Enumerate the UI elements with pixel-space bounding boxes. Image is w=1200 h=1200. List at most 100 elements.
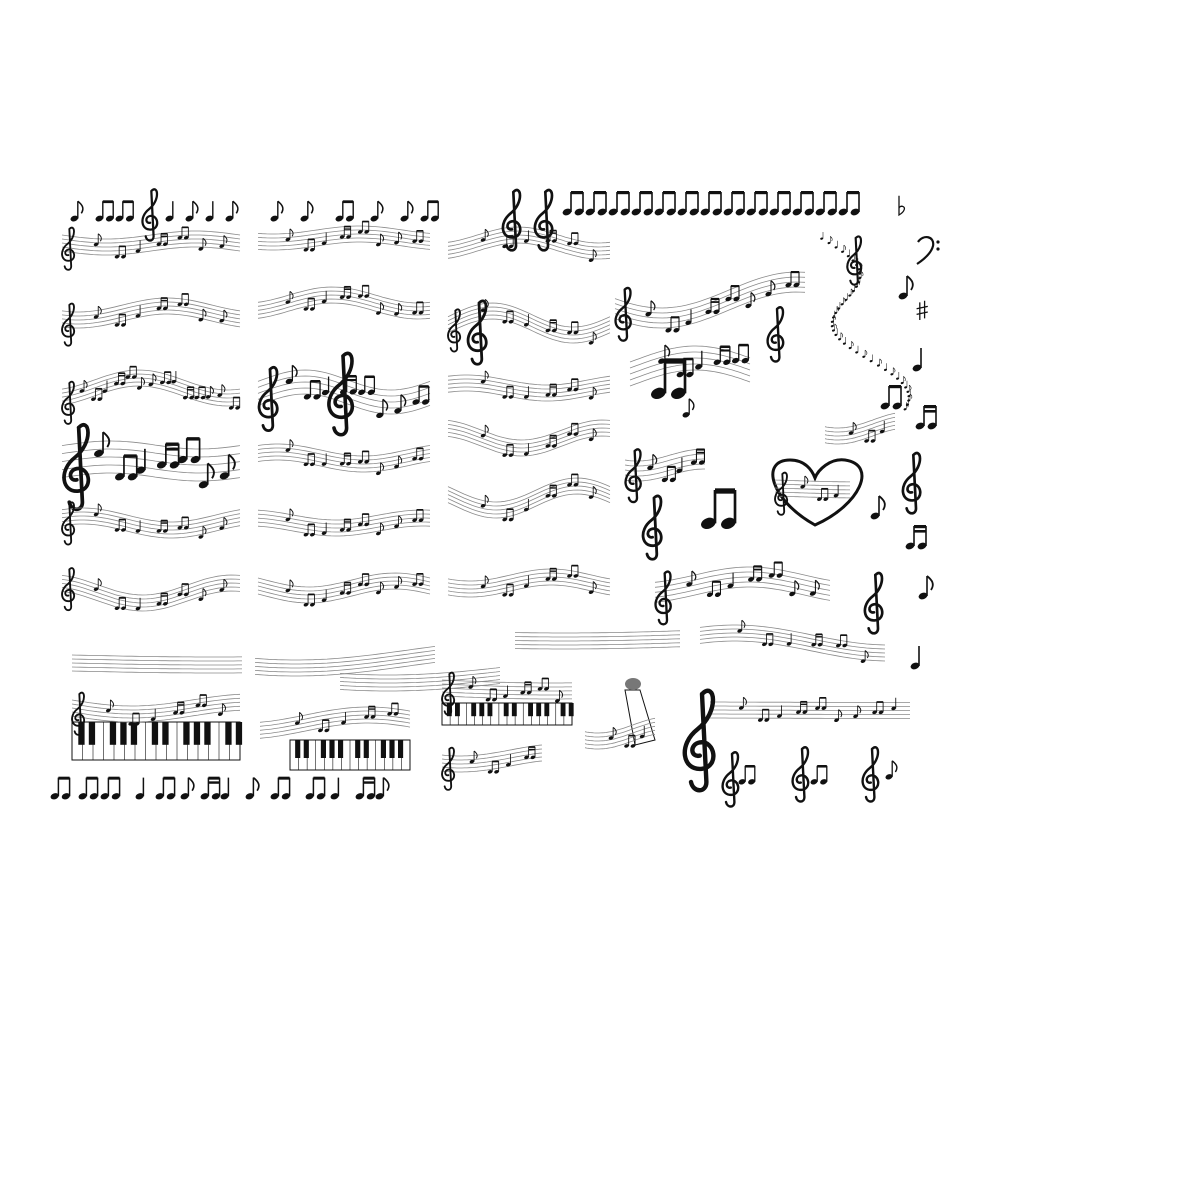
beamed-notes-icon <box>585 191 607 216</box>
note-flag <box>223 517 228 526</box>
treble-clef-icon <box>501 188 522 252</box>
beamed-notes-icon <box>567 321 579 335</box>
piano-black-key <box>398 740 404 758</box>
note-beam <box>571 321 578 324</box>
staff-line <box>61 590 241 612</box>
note-head <box>738 706 744 710</box>
note-head <box>597 208 607 216</box>
staff-line <box>614 281 806 319</box>
note-flag <box>97 578 102 587</box>
note-head <box>339 295 345 299</box>
note-head <box>508 244 514 249</box>
note-flag <box>891 760 898 773</box>
staff-line <box>447 485 611 511</box>
note-flag <box>187 776 195 792</box>
note-beam <box>95 387 102 390</box>
note-head <box>817 497 822 501</box>
note-beam <box>924 410 936 413</box>
note-head <box>523 584 529 588</box>
treble-clef-shape <box>141 188 159 242</box>
piano-black-key <box>303 740 309 758</box>
note-head <box>735 208 745 216</box>
note-head <box>776 573 783 578</box>
note-beam <box>711 301 720 303</box>
quarter-note-icon <box>904 380 908 389</box>
staff-line <box>441 744 543 757</box>
beamed-notes-icon <box>303 238 315 252</box>
treble-clef-shape <box>62 423 91 512</box>
eighth-note-icon <box>480 575 489 589</box>
note-beam <box>506 443 514 446</box>
eighth-note-icon <box>745 292 756 309</box>
beamed-notes-icon <box>177 583 189 597</box>
quarter-note-icon <box>830 319 834 328</box>
note-head <box>588 495 594 499</box>
staff-line <box>257 572 431 588</box>
note-head <box>400 215 409 222</box>
beamed-notes-icon <box>114 313 126 327</box>
note-head <box>689 208 699 216</box>
note-head <box>905 542 915 550</box>
eighth-note-icon <box>918 575 934 600</box>
note-head <box>505 762 511 767</box>
treble-clef-shape <box>466 299 488 366</box>
note-head <box>115 215 124 222</box>
beamed-notes-icon <box>177 293 189 307</box>
staff-line <box>61 305 241 321</box>
beamed-notes-icon <box>270 776 291 800</box>
eighth-note-icon <box>848 288 854 297</box>
note-beam <box>549 570 557 572</box>
piano-black-key <box>363 740 369 758</box>
note-head <box>608 736 614 740</box>
beamed-notes-icon <box>114 372 126 386</box>
staff-line <box>61 309 241 325</box>
note-head <box>309 462 315 467</box>
note-head <box>804 208 814 216</box>
note-beam <box>181 226 189 229</box>
note-beam <box>86 776 98 780</box>
note-head <box>555 699 560 703</box>
staff-line <box>710 717 910 719</box>
eighth-note-icon <box>285 364 298 384</box>
note-flag <box>484 228 489 238</box>
note-head <box>321 389 329 396</box>
beamed-notes-icon <box>78 776 99 800</box>
note-flag <box>222 703 226 712</box>
note-beam <box>362 284 369 287</box>
staff-line <box>61 297 241 313</box>
note-beam <box>181 516 189 519</box>
beamed-notes-icon <box>115 200 134 222</box>
note-head <box>321 531 327 535</box>
note-head <box>346 528 351 532</box>
note-beam <box>278 776 290 780</box>
note-flag <box>398 302 403 311</box>
note-head <box>376 531 381 536</box>
note-head <box>502 395 507 399</box>
note-head <box>364 230 369 234</box>
note-beam <box>801 191 813 195</box>
note-head <box>651 387 666 399</box>
quarter-note-icon <box>879 420 885 434</box>
note-flag <box>850 288 854 294</box>
staff-line <box>774 487 850 491</box>
note-head <box>630 744 636 748</box>
staff-line <box>71 666 242 670</box>
note-head <box>870 439 876 443</box>
note-head <box>836 643 841 648</box>
note-flag <box>834 323 837 329</box>
treble-clef-shape <box>624 448 642 504</box>
piano-black-key <box>560 703 566 717</box>
staff-line <box>257 584 431 600</box>
note-head <box>422 399 429 405</box>
note-head <box>418 239 424 243</box>
beamed-notes-icon <box>545 567 557 581</box>
note-beam <box>58 776 70 780</box>
note-head <box>864 439 869 443</box>
beamed-notes-icon <box>114 245 126 259</box>
note-head <box>723 359 731 365</box>
note-head <box>891 706 896 711</box>
note-head <box>567 387 572 392</box>
eighth-note-icon <box>900 376 906 385</box>
piano-black-key <box>544 703 550 717</box>
staff-line <box>774 491 850 495</box>
